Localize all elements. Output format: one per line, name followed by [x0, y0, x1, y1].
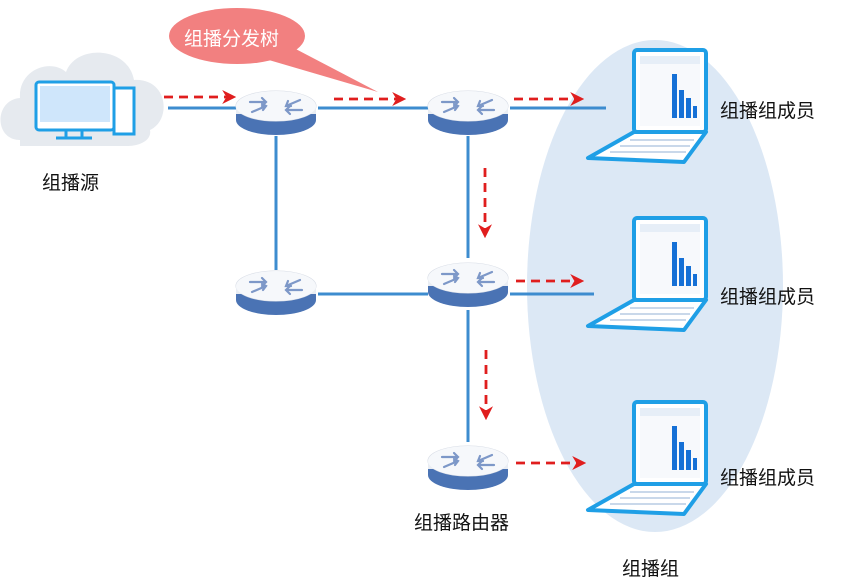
member-label: 组播组成员 [720, 100, 816, 122]
tree-bubble-shape [169, 8, 378, 92]
member-label: 组播组成员 [720, 286, 816, 308]
source-label: 组播源 [42, 172, 100, 194]
group-label: 组播组 [622, 558, 680, 580]
router-icon [234, 89, 318, 137]
member-label: 组播组成员 [720, 467, 816, 489]
tree-bubble-label: 组播分发树 [184, 28, 280, 50]
network-links [168, 106, 606, 442]
router-label: 组播路由器 [414, 512, 510, 534]
router-icon [426, 444, 510, 492]
source-cloud-icon [0, 52, 164, 146]
router-icon [426, 261, 510, 309]
distribution-arrows [164, 90, 587, 470]
router-icon [426, 89, 510, 137]
router-icon [234, 269, 318, 317]
